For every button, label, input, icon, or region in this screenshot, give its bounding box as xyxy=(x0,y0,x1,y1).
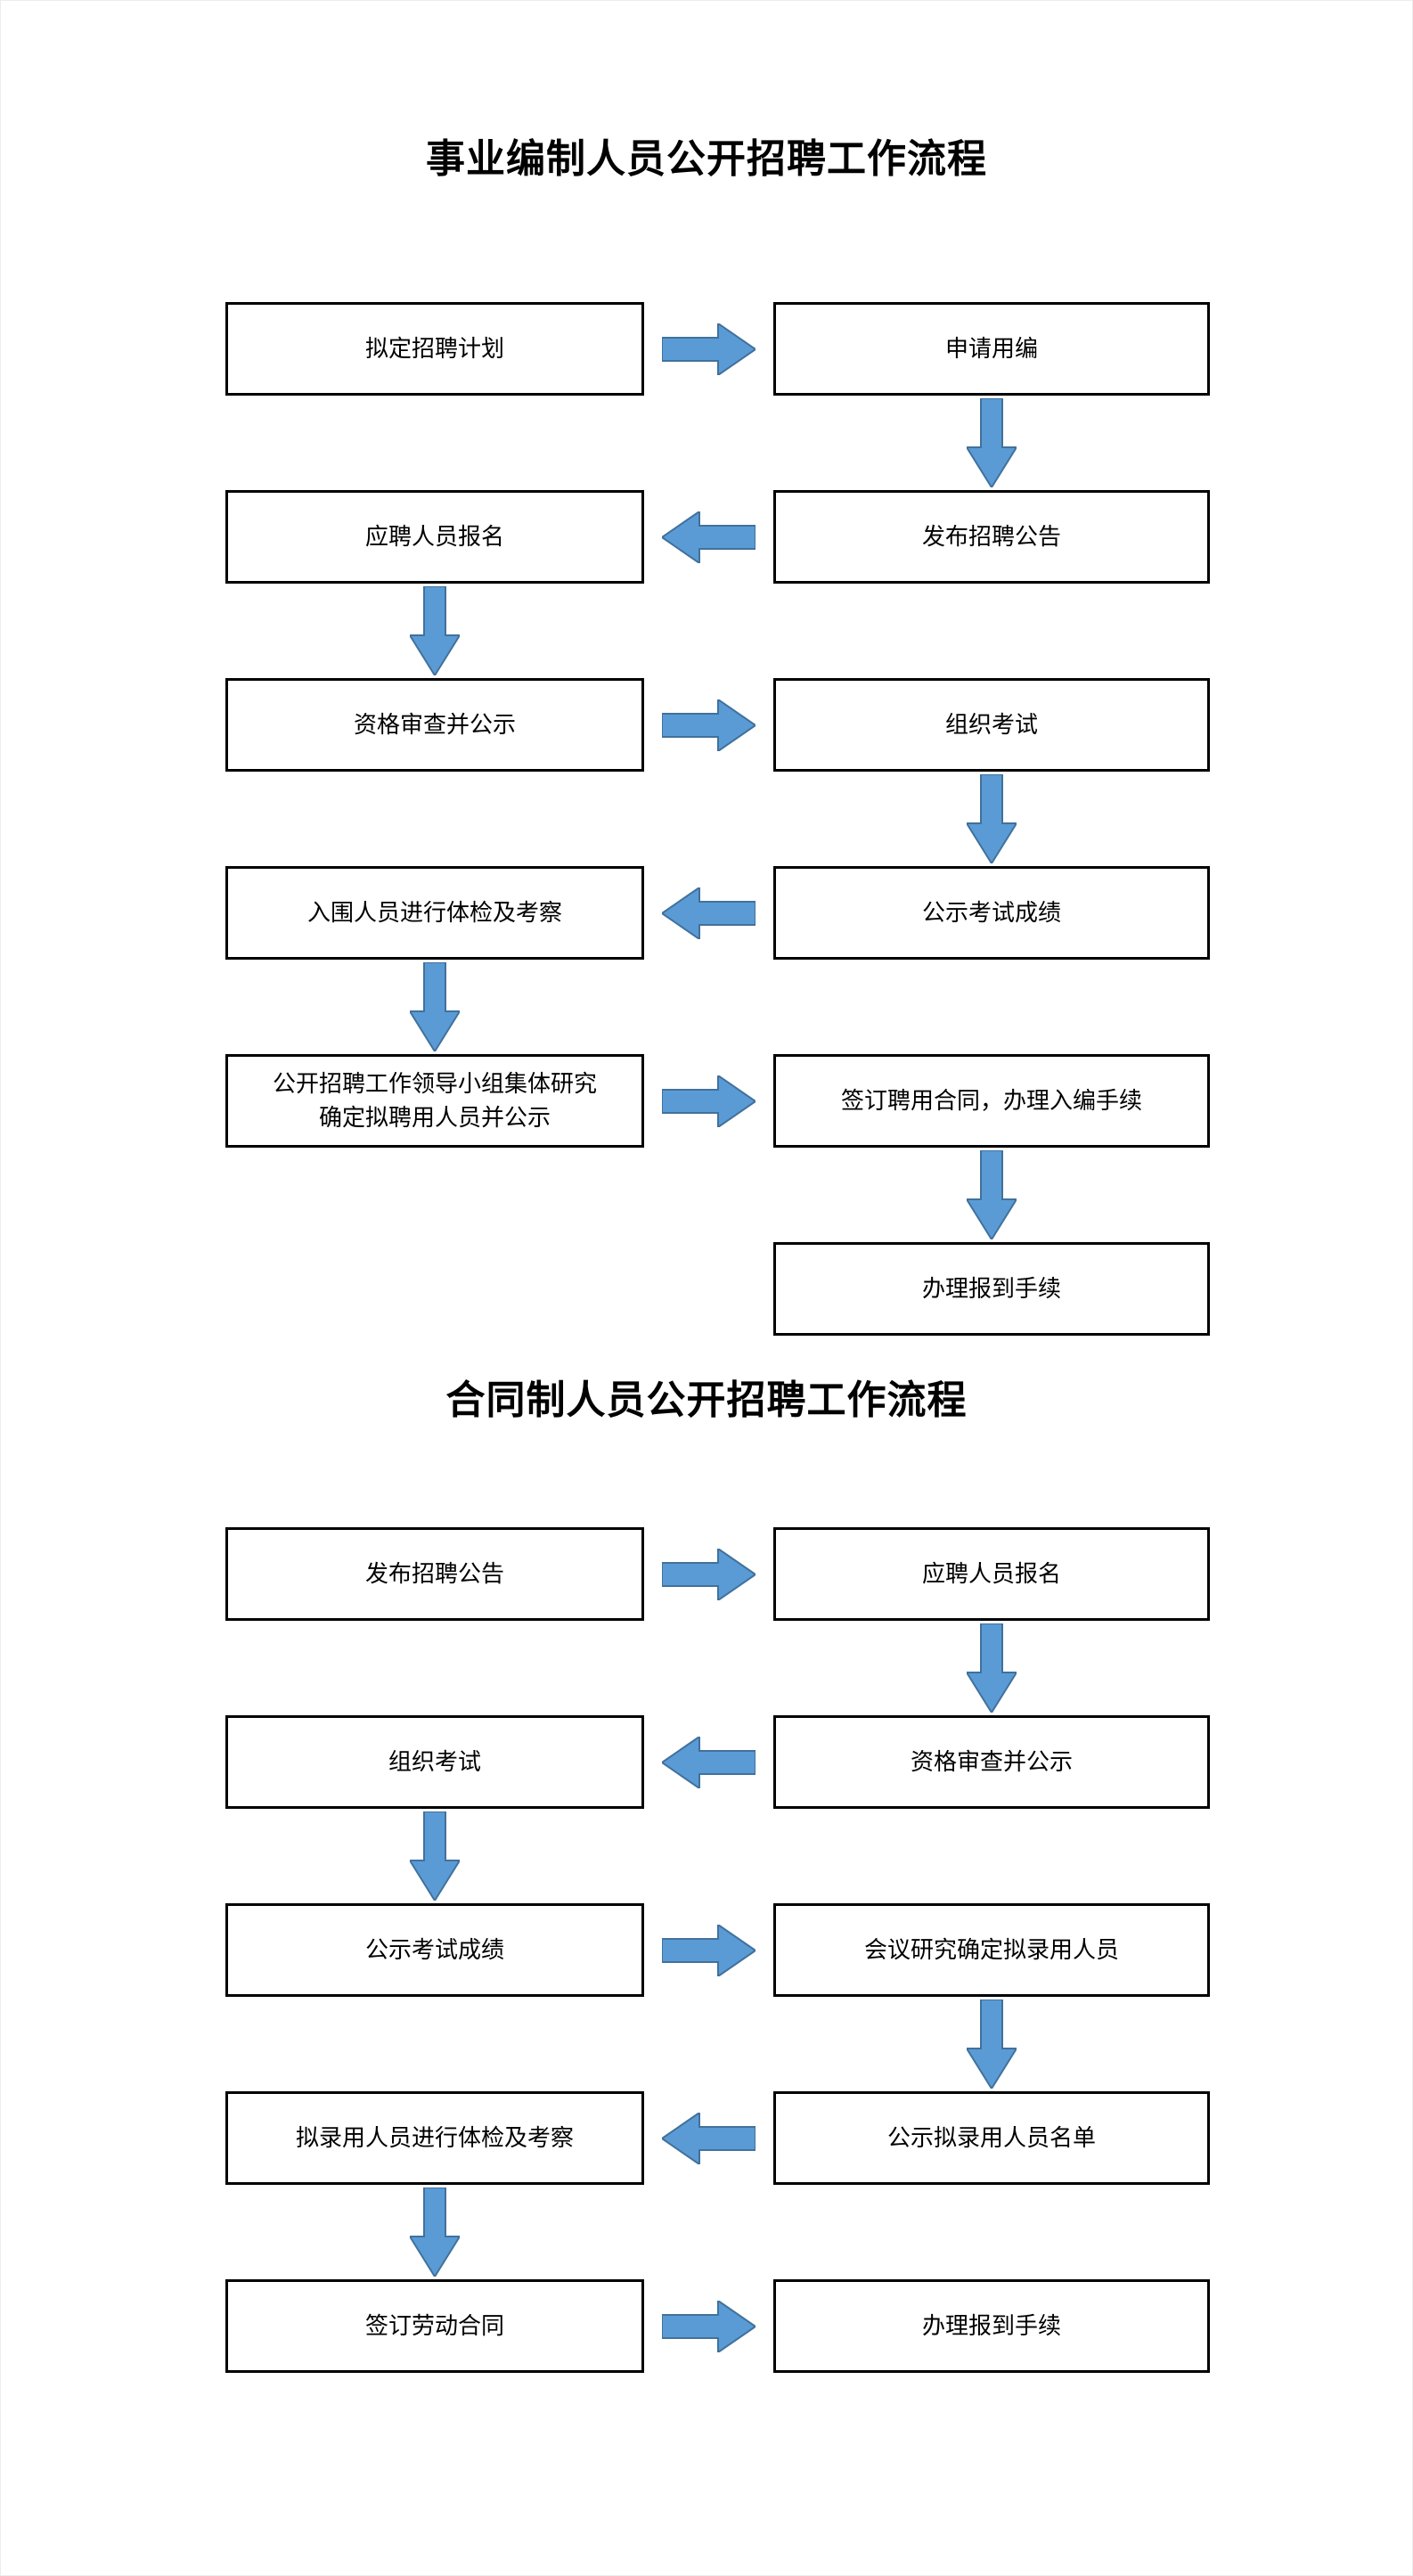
flow-row: 公示考试成绩 会议研究确定拟录用人员 xyxy=(225,1903,1210,1997)
connector-row xyxy=(225,1809,1210,1903)
connector-row xyxy=(225,2185,1210,2279)
step-organize-exam: 组织考试 xyxy=(773,678,1210,772)
connector-row xyxy=(225,1997,1210,2091)
step-publish-announcement-contract: 发布招聘公告 xyxy=(225,1527,644,1621)
step-qualification-review: 资格审查并公示 xyxy=(225,678,644,772)
section2-flow: 发布招聘公告 应聘人员报名 组织考试 xyxy=(225,1527,1210,2373)
flow-row: 应聘人员报名 发布招聘公告 xyxy=(225,490,1210,584)
connector-row xyxy=(225,1148,1210,1242)
arrow-down-icon xyxy=(410,1811,460,1901)
step-sign-labor-contract: 签订劳动合同 xyxy=(225,2279,644,2373)
arrow-right-icon xyxy=(662,1924,756,1976)
arrow-left-icon xyxy=(662,2112,756,2164)
step-draft-plan: 拟定招聘计划 xyxy=(225,302,644,396)
arrow-down-icon xyxy=(967,1623,1017,1713)
section1-title: 事业编制人员公开招聘工作流程 xyxy=(426,137,987,181)
flow-row: 资格审查并公示 组织考试 xyxy=(225,678,1210,772)
step-qualification-review-contract: 资格审查并公示 xyxy=(773,1715,1210,1809)
step-publicize-exam-scores: 公示考试成绩 xyxy=(773,866,1210,960)
arrow-down-icon xyxy=(967,398,1017,487)
step-publicize-candidate-list: 公示拟录用人员名单 xyxy=(773,2091,1210,2185)
step-apply-establishment: 申请用编 xyxy=(773,302,1210,396)
step-applicant-registration-contract: 应聘人员报名 xyxy=(773,1527,1210,1621)
step-applicant-registration: 应聘人员报名 xyxy=(225,490,644,584)
flow-row: 公开招聘工作领导小组集体研究 确定拟聘用人员并公示 签订聘用合同，办理入编手续 xyxy=(225,1054,1210,1148)
section1-flow: 拟定招聘计划 申请用编 应聘人员报名 xyxy=(225,302,1210,1336)
step-shortlist-physical-inspection: 入围人员进行体检及考察 xyxy=(225,866,644,960)
arrow-right-icon xyxy=(662,323,756,375)
flow-row: 发布招聘公告 应聘人员报名 xyxy=(225,1527,1210,1621)
arrow-down-icon xyxy=(410,962,460,1051)
arrow-left-icon xyxy=(662,511,756,563)
step-registration-procedures: 办理报到手续 xyxy=(773,1242,1210,1336)
step-publish-announcement: 发布招聘公告 xyxy=(773,490,1210,584)
arrow-right-icon xyxy=(662,699,756,751)
connector-row xyxy=(225,584,1210,678)
flow-row: 拟录用人员进行体检及考察 公示拟录用人员名单 xyxy=(225,2091,1210,2185)
flow-row: 拟定招聘计划 申请用编 xyxy=(225,302,1210,396)
flow-row: 签订劳动合同 办理报到手续 xyxy=(225,2279,1210,2373)
flow-row: 办理报到手续 xyxy=(225,1242,1210,1336)
step-publicize-exam-scores-contract: 公示考试成绩 xyxy=(225,1903,644,1997)
arrow-left-icon xyxy=(662,887,756,939)
arrow-down-icon xyxy=(967,1150,1017,1239)
flow-row: 入围人员进行体检及考察 公示考试成绩 xyxy=(225,866,1210,960)
step-meeting-determine-candidates: 会议研究确定拟录用人员 xyxy=(773,1903,1210,1997)
step-organize-exam-contract: 组织考试 xyxy=(225,1715,644,1809)
arrow-down-icon xyxy=(410,2188,460,2277)
connector-row xyxy=(225,1621,1210,1715)
connector-row xyxy=(225,396,1210,490)
arrow-down-icon xyxy=(967,774,1017,863)
flow-row: 组织考试 资格审查并公示 xyxy=(225,1715,1210,1809)
connector-row xyxy=(225,960,1210,1054)
arrow-right-icon xyxy=(662,1075,756,1127)
step-sign-employment-contract: 签订聘用合同，办理入编手续 xyxy=(773,1054,1210,1148)
connector-row xyxy=(225,772,1210,866)
arrow-left-icon xyxy=(662,1736,756,1788)
arrow-down-icon xyxy=(410,586,460,675)
step-registration-procedures-contract: 办理报到手续 xyxy=(773,2279,1210,2373)
arrow-right-icon xyxy=(662,2300,756,2352)
arrow-right-icon xyxy=(662,1548,756,1600)
arrow-down-icon xyxy=(967,1999,1017,2089)
section2-title: 合同制人员公开招聘工作流程 xyxy=(445,1378,968,1422)
step-leading-group-research: 公开招聘工作领导小组集体研究 确定拟聘用人员并公示 xyxy=(225,1054,644,1148)
step-candidate-physical-inspection: 拟录用人员进行体检及考察 xyxy=(225,2091,644,2185)
